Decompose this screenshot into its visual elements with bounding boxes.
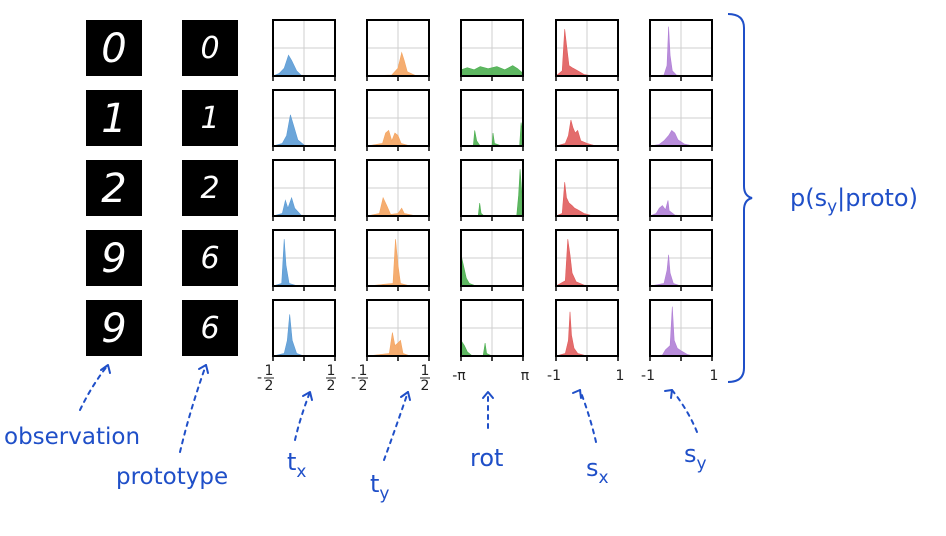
row-bracket (727, 13, 753, 383)
label-sy: sy (684, 440, 707, 474)
tick-label: 12 (326, 363, 336, 394)
sy-density (649, 129, 694, 147)
tick-label: 1 (710, 368, 719, 384)
prototype-image: 0 (182, 20, 238, 76)
observation-image: 1 (86, 90, 142, 146)
plot-sx-row-3 (555, 159, 619, 221)
tick-label: 1 (616, 368, 625, 384)
plot-sx-row-5 (555, 299, 619, 361)
annotation-arrows (79, 364, 698, 461)
arrow-tx (294, 391, 311, 441)
prototype-image: 2 (182, 160, 238, 216)
arrow-sy (671, 389, 698, 433)
observation-digit: 2 (101, 166, 126, 212)
plot-sy-row-3 (649, 159, 713, 221)
prototype-digit: 0 (200, 31, 219, 66)
plot-rot-row-3 (460, 159, 524, 221)
column-labels: tx ty rot sx sy (287, 440, 707, 504)
svg-text:-: - (351, 370, 356, 386)
svg-text:-: - (257, 370, 262, 386)
plot-rot-row-2 (460, 89, 524, 151)
label-sx: sx (586, 454, 609, 488)
observation-image: 9 (86, 230, 142, 286)
plot-tx-row-1 (272, 19, 336, 81)
observation-digit: 1 (101, 96, 126, 142)
histogram-grid (272, 19, 713, 361)
svg-text:1: 1 (421, 363, 430, 379)
observation-image: 0 (86, 20, 142, 76)
label-rot: rot (470, 444, 503, 472)
tick-label: -1 (641, 368, 655, 384)
tick-label: π (521, 368, 530, 384)
observation-image: 2 (86, 160, 142, 216)
svg-text:2: 2 (359, 378, 368, 394)
svg-text:1: 1 (265, 363, 274, 379)
label-ty: ty (370, 470, 389, 504)
plot-rot-row-4 (460, 229, 524, 291)
plot-ty-row-4 (366, 229, 430, 291)
sx-density (555, 119, 597, 147)
prototype-digit: 6 (200, 241, 219, 276)
prototype-digit: 2 (200, 171, 219, 206)
ty-density (366, 129, 411, 147)
svg-text:1: 1 (327, 363, 336, 379)
plot-ty-row-3 (366, 159, 430, 221)
arrow-ty (383, 391, 409, 461)
prototype-image: 6 (182, 300, 238, 356)
prototype-image: 1 (182, 90, 238, 146)
plot-ty-row-5 (366, 299, 430, 361)
plot-sy-row-4 (649, 229, 713, 291)
plot-sx-row-2 (555, 89, 619, 151)
plot-sy-row-5 (649, 299, 713, 361)
tick-label: -12 (257, 363, 274, 394)
prototype-digit: 6 (200, 311, 219, 346)
plot-sx-row-4 (554, 229, 619, 291)
observation-digit: 9 (101, 236, 126, 282)
observation-digit: 9 (101, 306, 126, 352)
plot-rot-row-5 (460, 299, 524, 361)
plot-tx-row-4 (272, 229, 336, 291)
label-tx: tx (287, 448, 306, 482)
plot-sy-row-1 (649, 19, 713, 81)
tick-label: 12 (420, 363, 430, 394)
sx-density (555, 182, 594, 217)
plot-rot-row-1 (460, 19, 524, 81)
svg-text:2: 2 (421, 378, 430, 394)
digit-images: 0 0 1 1 2 2 9 6 9 6 (86, 20, 238, 356)
tick-label: -π (452, 368, 466, 384)
bracket-label: p(sy|proto) (790, 184, 918, 217)
plot-ty-row-2 (366, 89, 430, 151)
arrow-prototype (179, 364, 207, 453)
plot-tx-row-5 (272, 299, 336, 361)
observation-label: observation (4, 424, 140, 450)
ty-density (366, 196, 417, 217)
plot-tx-row-3 (272, 159, 336, 221)
prototype-label: prototype (116, 464, 228, 490)
arrowheads (100, 364, 673, 401)
arrow-observation (79, 364, 109, 411)
svg-text:p(sy|proto): p(sy|proto) (790, 184, 918, 217)
tick-label: -12 (351, 363, 368, 394)
plot-tx-row-2 (272, 89, 336, 151)
svg-text:2: 2 (265, 378, 274, 394)
arrow-sx (579, 389, 597, 443)
svg-text:1: 1 (359, 363, 368, 379)
sy-density (649, 306, 694, 357)
observation-digit: 0 (101, 26, 126, 72)
svg-text:2: 2 (327, 378, 336, 394)
plot-ty-row-1 (366, 19, 430, 81)
prototype-digit: 1 (200, 101, 219, 136)
observation-image: 9 (86, 300, 142, 356)
plot-sx-row-1 (555, 19, 619, 81)
plot-sy-row-2 (649, 89, 713, 151)
prototype-image: 6 (182, 230, 238, 286)
tick-label: -1 (547, 368, 561, 384)
